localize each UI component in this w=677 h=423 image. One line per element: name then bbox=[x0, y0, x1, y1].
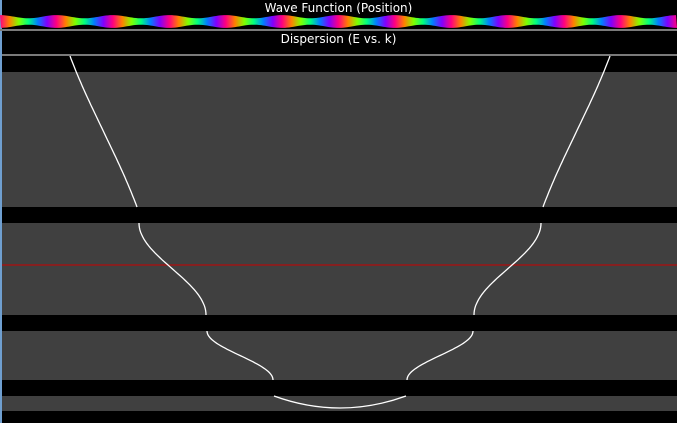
energy-band-1 bbox=[2, 72, 677, 207]
plot-top-edge bbox=[2, 54, 677, 56]
dispersion-panel-title: Dispersion (E vs. k) bbox=[280, 32, 397, 46]
wave-function-panel-title: Wave Function (Position) bbox=[264, 1, 413, 15]
dispersion-curve-band-2-left bbox=[138, 222, 207, 316]
energy-band-4 bbox=[2, 396, 677, 411]
dispersion-curve-band-3-left bbox=[206, 330, 274, 381]
dispersion-curve-band-1-left bbox=[69, 55, 138, 208]
dispersion-curve-band-4 bbox=[273, 395, 407, 409]
energy-band-2 bbox=[2, 223, 677, 315]
energy-band-3 bbox=[2, 331, 677, 380]
wave-function-phase-curve bbox=[0, 15, 677, 28]
wave-function-view[interactable] bbox=[0, 14, 677, 29]
dispersion-curve-band-2-right bbox=[473, 222, 542, 316]
window-border bbox=[0, 0, 2, 423]
dispersion-curve-band-3-right bbox=[406, 330, 474, 381]
dispersion-curve-band-1-right bbox=[542, 55, 611, 208]
panel-divider bbox=[0, 29, 677, 31]
energy-bands bbox=[2, 54, 677, 411]
dispersion-curve bbox=[69, 55, 611, 409]
